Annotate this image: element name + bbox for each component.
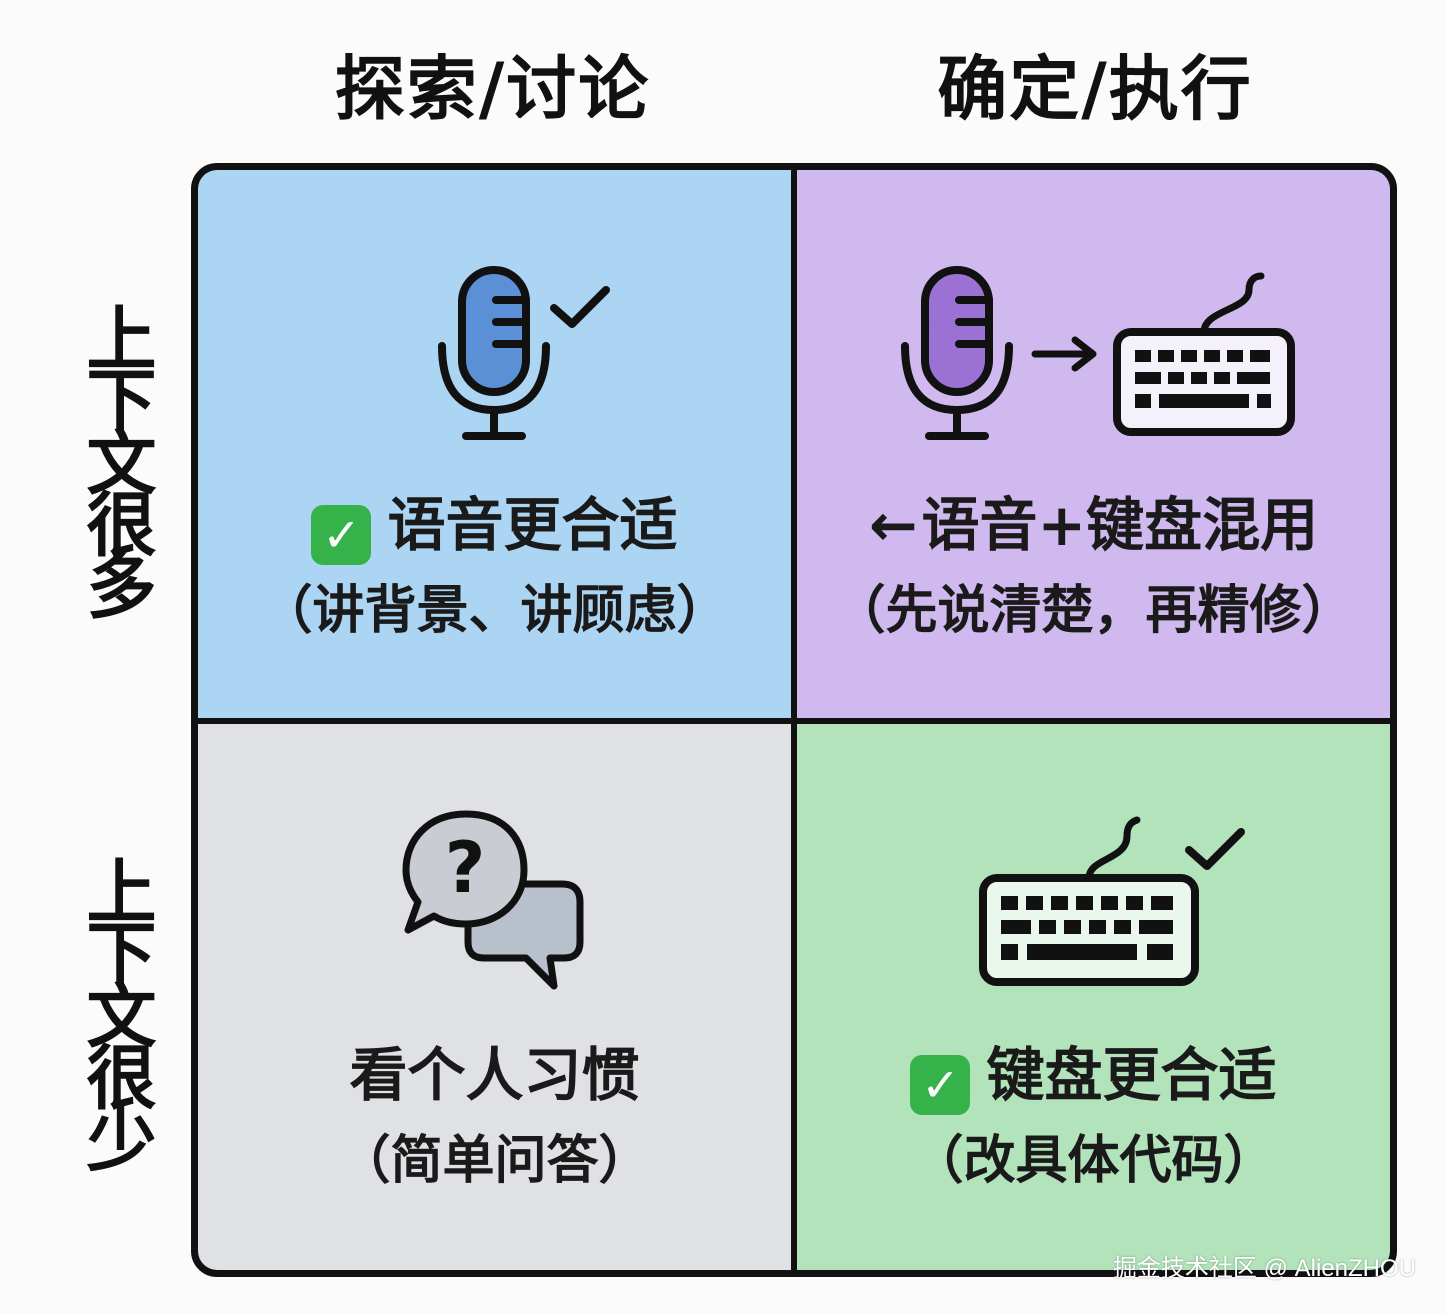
keyboard-icon (979, 816, 1199, 986)
check-badge-icon: ✓ (910, 1055, 971, 1115)
keyboard-icon (1113, 272, 1295, 436)
quadrant-subtitle: （讲背景、讲顾虑） (260, 581, 729, 641)
quadrant-matrix: ✓语音更合适 （讲背景、讲顾虑） ←语音+键盘混用 （先说清 (191, 163, 1397, 1277)
quadrant-title: ✓语音更合适 (198, 490, 791, 565)
microphone-icon (901, 266, 1013, 440)
question-mark-text: ? (445, 827, 486, 909)
watermark: 掘金技术社区 @ AlienZHOU (1112, 1255, 1416, 1282)
quadrant-subtitle: （先说清楚，再精修） (833, 581, 1354, 641)
column-header-explore-discuss: 探索/讨论 (334, 48, 651, 130)
quadrant-subtitle: （简单问答） (338, 1131, 651, 1191)
row-header-little-context: 上下文很少 (75, 855, 157, 1165)
arrow-right-icon (1031, 336, 1097, 372)
checkmark-icon (1185, 828, 1245, 870)
quadrant-title: ✓键盘更合适 (797, 1040, 1390, 1115)
microphone-icon (438, 266, 550, 440)
quadrant-voice-better: ✓语音更合适 （讲背景、讲顾虑） (198, 170, 791, 718)
quadrant-title: 看个人习惯 (349, 1041, 640, 1109)
quadrant-title: ←语音+键盘混用 (868, 491, 1319, 559)
check-badge-icon: ✓ (311, 505, 372, 565)
quadrant-subtitle: （改具体代码） (911, 1131, 1276, 1191)
speech-bubbles-question-icon: ? (402, 810, 584, 990)
column-header-confirm-execute: 确定/执行 (937, 48, 1253, 130)
quadrant-keyboard-better: ✓键盘更合适 （改具体代码） (797, 724, 1390, 1270)
quadrant-personal-habit: ? 看个人习惯 （简单问答） (198, 724, 791, 1270)
arrow-left-icon: ← (868, 491, 918, 559)
quadrant-voice-keyboard-mix: ←语音+键盘混用 （先说清楚，再精修） (797, 170, 1390, 718)
row-header-much-context: 上下文很多 (75, 302, 157, 612)
checkmark-icon (550, 286, 610, 328)
